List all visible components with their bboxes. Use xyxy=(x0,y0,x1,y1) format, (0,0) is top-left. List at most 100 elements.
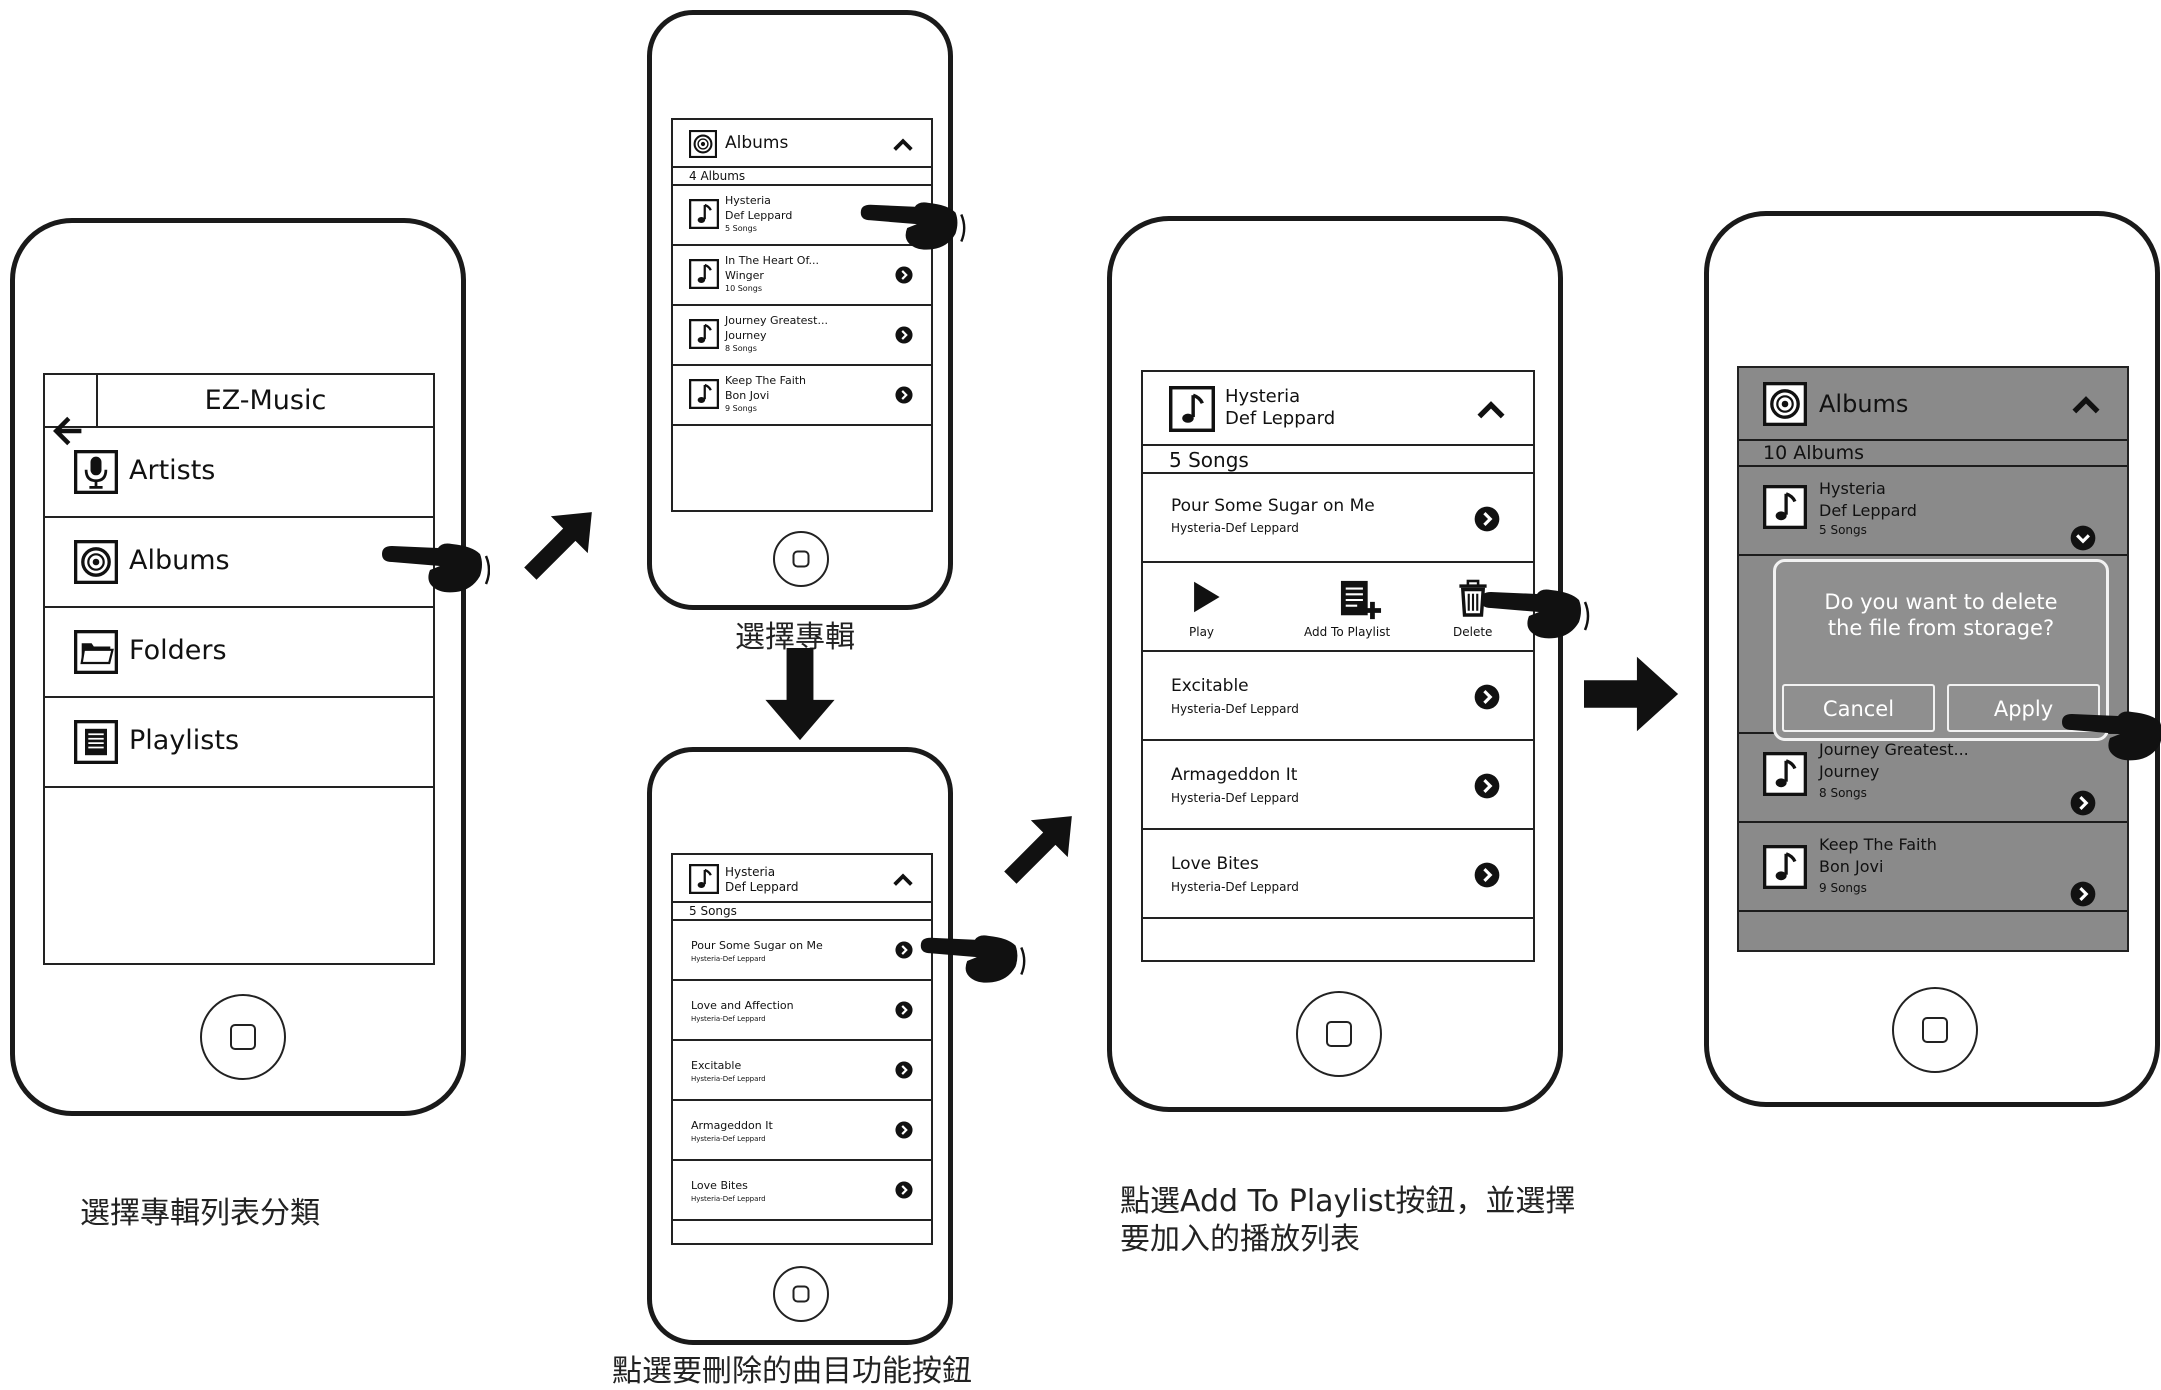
album-item-4[interactable]: Keep The Faith Bon Jovi 9 Songs xyxy=(673,366,931,426)
song-title: Love Bites xyxy=(1171,854,1259,874)
music-note-icon xyxy=(689,199,719,229)
song-item-3[interactable]: Excitable Hysteria-Def Leppard xyxy=(673,1041,931,1101)
albums-count-label: 4 Albums xyxy=(689,169,746,183)
song-title: Excitable xyxy=(691,1059,742,1072)
go-arrow-icon[interactable] xyxy=(895,326,913,344)
home-button[interactable] xyxy=(200,994,286,1080)
albums-count: 4 Albums xyxy=(673,168,931,186)
home-button[interactable] xyxy=(773,1266,829,1322)
pointing-hand-icon xyxy=(858,199,966,257)
go-arrow-icon[interactable] xyxy=(895,1121,913,1139)
folder-icon xyxy=(74,630,118,674)
music-note-icon xyxy=(689,259,719,289)
song-title: Excitable xyxy=(1171,676,1249,696)
menu-item-label: Albums xyxy=(129,545,230,576)
music-note-icon xyxy=(689,379,719,409)
song-item-4[interactable]: Armageddon It Hysteria-Def Leppard xyxy=(673,1101,931,1161)
album-artist: Winger xyxy=(725,269,764,282)
home-button[interactable] xyxy=(773,531,829,587)
album-title: In The Heart Of... xyxy=(725,254,819,267)
album-item-2[interactable]: In The Heart Of... Winger 10 Songs xyxy=(673,246,931,306)
go-arrow-icon[interactable] xyxy=(1474,862,1500,888)
disc-icon xyxy=(74,540,118,584)
cancel-label: Cancel xyxy=(1822,697,1895,721)
album-songs: 8 Songs xyxy=(725,344,757,353)
go-arrow-icon[interactable] xyxy=(1474,773,1500,799)
collapse-chevron-icon[interactable] xyxy=(893,137,913,152)
play-button[interactable]: Play xyxy=(1163,573,1233,647)
songs-count: 5 Songs xyxy=(1143,446,1533,474)
menu-item-playlists[interactable]: Playlists xyxy=(45,698,433,788)
menu-item-folders[interactable]: Folders xyxy=(45,608,433,698)
song-item-2[interactable]: Excitable Hysteria-Def Leppard xyxy=(1143,652,1533,741)
cancel-button[interactable]: Cancel xyxy=(1782,684,1935,732)
pointing-hand-icon xyxy=(916,932,1028,990)
go-arrow-icon[interactable] xyxy=(895,1001,913,1019)
song-item-4[interactable]: Love Bites Hysteria-Def Leppard xyxy=(1143,830,1533,919)
go-arrow-icon[interactable] xyxy=(2070,881,2096,907)
song-item-5[interactable]: Love Bites Hysteria-Def Leppard xyxy=(673,1161,931,1221)
album-songs: 10 Songs xyxy=(725,284,763,293)
song-item-2[interactable]: Love and Affection Hysteria-Def Leppard xyxy=(673,981,931,1041)
apply-button[interactable]: Apply xyxy=(1947,684,2100,732)
arrow-up-right-icon xyxy=(996,810,1078,892)
album-item-3[interactable]: Journey Greatest... Journey 8 Songs xyxy=(673,306,931,366)
album-item-4[interactable]: Keep The Faith Bon Jovi 9 Songs xyxy=(1739,823,2127,912)
album-item-1[interactable]: Hysteria Def Leppard 5 Songs xyxy=(1739,467,2127,556)
albums-header: Albums xyxy=(1739,368,2127,441)
caption-step-4-line-1: 點選Add To Playlist按鈕，並選擇 xyxy=(1120,1184,1576,1219)
albums-header-label: Albums xyxy=(725,133,789,153)
apply-label: Apply xyxy=(1993,697,2054,721)
song-item-3[interactable]: Armageddon It Hysteria-Def Leppard xyxy=(1143,741,1533,830)
expand-chevron-icon[interactable] xyxy=(2070,525,2096,551)
song-item-1[interactable]: Pour Some Sugar on Me Hysteria-Def Leppa… xyxy=(673,921,931,981)
collapse-chevron-icon[interactable] xyxy=(893,872,913,887)
phone-1-screen: EZ-Music Artists Albums Folders Playlist… xyxy=(43,373,435,965)
menu-item-albums[interactable]: Albums xyxy=(45,518,433,608)
music-note-icon xyxy=(1763,752,1807,796)
delete-label: Delete xyxy=(1453,625,1493,639)
home-button[interactable] xyxy=(1296,991,1382,1077)
music-note-icon xyxy=(1169,386,1215,432)
go-arrow-icon[interactable] xyxy=(1474,684,1500,710)
go-arrow-icon[interactable] xyxy=(895,941,913,959)
album-header-title: Hysteria xyxy=(1225,386,1301,407)
play-icon xyxy=(1189,579,1223,615)
go-arrow-icon[interactable] xyxy=(1474,506,1500,532)
song-subtitle: Hysteria-Def Leppard xyxy=(691,1075,766,1083)
go-arrow-icon[interactable] xyxy=(895,1181,913,1199)
album-artist: Def Leppard xyxy=(725,209,793,222)
go-arrow-icon[interactable] xyxy=(895,386,913,404)
album-artist: Journey xyxy=(725,329,767,342)
go-arrow-icon[interactable] xyxy=(2070,790,2096,816)
album-item-3[interactable]: Journey Greatest... Journey 8 Songs xyxy=(1739,734,2127,823)
collapse-chevron-icon[interactable] xyxy=(2072,394,2100,415)
pointing-hand-icon xyxy=(380,540,490,600)
go-arrow-icon[interactable] xyxy=(895,1061,913,1079)
go-arrow-icon[interactable] xyxy=(895,266,913,284)
dialog-message-line-1: Do you want to delete xyxy=(1824,590,2058,614)
add-to-playlist-button[interactable]: Add To Playlist xyxy=(1293,573,1423,647)
collapse-chevron-icon[interactable] xyxy=(1477,399,1505,420)
app-title: EZ-Music xyxy=(204,385,327,416)
delete-button[interactable]: Delete xyxy=(1438,573,1508,647)
album-header-artist: Def Leppard xyxy=(725,880,799,894)
music-note-icon xyxy=(689,319,719,349)
song-item-1[interactable]: Pour Some Sugar on Me Hysteria-Def Leppa… xyxy=(1143,474,1533,563)
album-item-1[interactable]: Hysteria Def Leppard 5 Songs xyxy=(673,186,931,246)
back-button[interactable] xyxy=(45,375,98,428)
album-title: Journey Greatest... xyxy=(725,314,828,327)
song-subtitle: Hysteria-Def Leppard xyxy=(1171,880,1299,894)
home-button[interactable] xyxy=(1892,987,1978,1073)
phone-5-screen: Albums 10 Albums Hysteria Def Leppard 5 … xyxy=(1737,366,2129,952)
album-artist: Bon Jovi xyxy=(1819,857,1884,876)
song-title: Pour Some Sugar on Me xyxy=(691,939,823,952)
menu-item-artists[interactable]: Artists xyxy=(45,428,433,518)
song-title: Love and Affection xyxy=(691,999,794,1012)
add-to-playlist-label: Add To Playlist xyxy=(1304,625,1391,639)
album-songs: 5 Songs xyxy=(1819,523,1867,537)
song-subtitle: Hysteria-Def Leppard xyxy=(691,1135,766,1143)
phone-4: Hysteria Def Leppard 5 Songs Pour Some S… xyxy=(1107,216,1563,1112)
songs-count-label: 5 Songs xyxy=(1169,448,1249,472)
list-icon xyxy=(74,720,118,764)
